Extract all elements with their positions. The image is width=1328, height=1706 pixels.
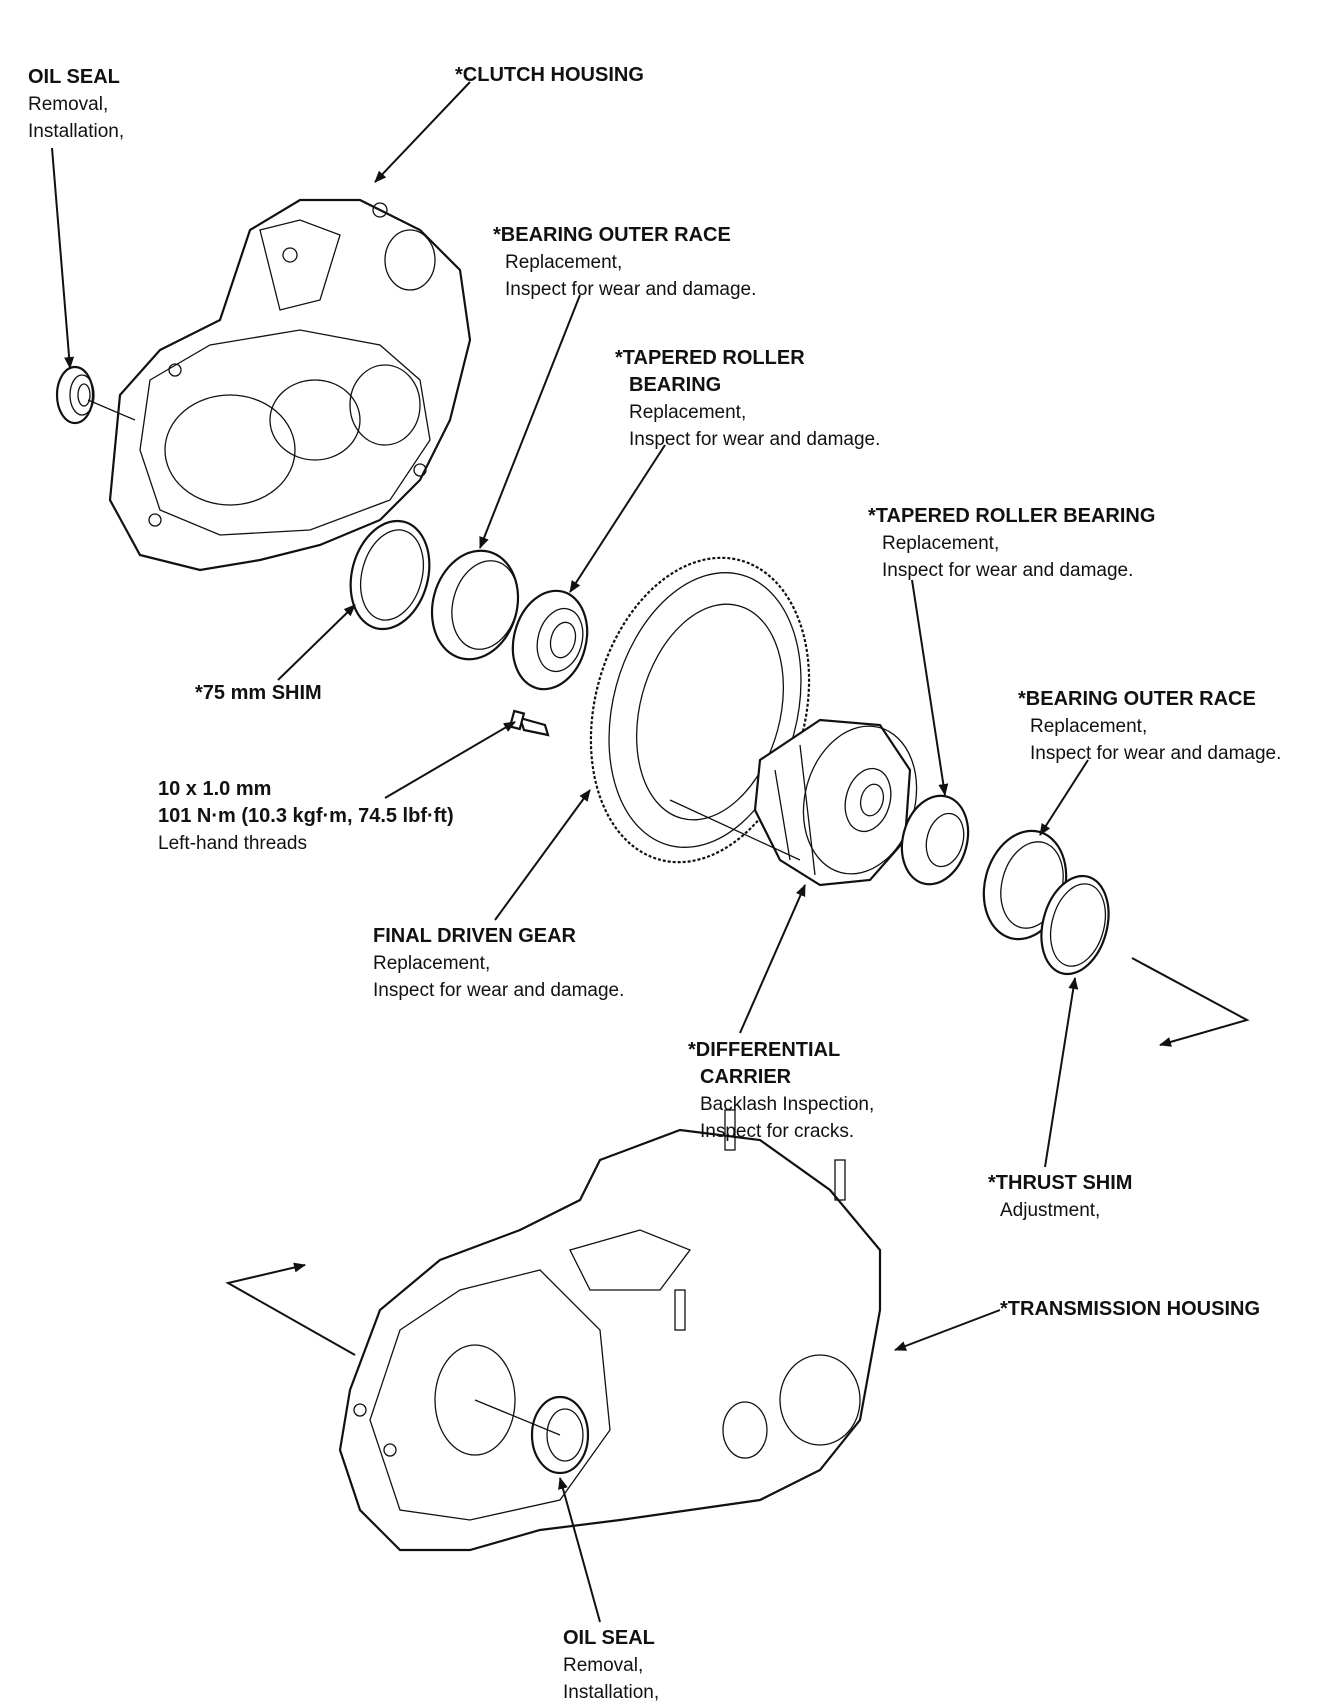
shim-75mm-part	[349, 519, 431, 631]
thrust-shim-label: *THRUST SHIM Adjustment,	[988, 1170, 1132, 1224]
bearing-outer-race-2-label: *BEARING OUTER RACE Replacement, Inspect…	[1018, 686, 1281, 767]
bearing-outer-race-1-line-1: Replacement,	[505, 252, 623, 273]
tapered-roller-bearing-2-title: *TAPERED ROLLER BEARING	[868, 505, 1156, 527]
differential-carrier-line-2: Inspect for cracks.	[700, 1121, 855, 1142]
oil-seal-bottom-title: OIL SEAL	[563, 1627, 655, 1649]
oil-seal-top-line-2: Installation,	[28, 121, 125, 142]
tapered-roller-bearing-1-line-1: Replacement,	[629, 402, 747, 423]
differential-carrier-label: *DIFFERENTIAL CARRIER Backlash Inspectio…	[688, 1037, 874, 1145]
differential-carrier-line-1: Backlash Inspection,	[700, 1094, 875, 1115]
shim-75mm-title: *75 mm SHIM	[195, 682, 322, 704]
differential-carrier-title: *DIFFERENTIAL	[688, 1039, 841, 1061]
transmission-housing-title: *TRANSMISSION HOUSING	[1000, 1298, 1261, 1320]
differential-carrier-part	[753, 718, 918, 887]
bolt-spec-title: 10 x 1.0 mm	[158, 778, 272, 800]
oil-seal-bottom-line-2: Installation,	[563, 1682, 660, 1703]
final-driven-gear-line-2: Inspect for wear and damage.	[373, 980, 625, 1001]
differential-carrier-title-2: CARRIER	[700, 1066, 792, 1088]
oil-seal-top-label: OIL SEAL Removal, Installation,	[28, 64, 124, 145]
bearing-outer-race-1-part	[430, 549, 520, 661]
clutch-housing-part	[108, 198, 472, 572]
tapered-roller-bearing-1-title-2: BEARING	[629, 374, 722, 396]
final-driven-gear-label: FINAL DRIVEN GEAR Replacement, Inspect f…	[373, 923, 624, 1004]
bearing-outer-race-2-line-1: Replacement,	[1030, 716, 1148, 737]
bolt-part	[508, 709, 550, 737]
oil-seal-bottom-label: OIL SEAL Removal, Installation,	[563, 1625, 659, 1706]
transmission-housing-label: *TRANSMISSION HOUSING	[1000, 1296, 1260, 1323]
final-driven-gear-part	[589, 556, 811, 864]
transmission-housing-part	[338, 1109, 882, 1552]
tapered-roller-bearing-1-part	[511, 589, 589, 691]
tapered-roller-bearing-1-label: *TAPERED ROLLER BEARING Replacement, Ins…	[615, 345, 880, 453]
bolt-spec-line-1: Left-hand threads	[158, 833, 307, 854]
oil-seal-top-line-1: Removal,	[28, 94, 109, 115]
bearing-outer-race-1-line-2: Inspect for wear and damage.	[505, 279, 757, 300]
tapered-roller-bearing-2-part	[900, 794, 970, 886]
clutch-housing-title: *CLUTCH HOUSING	[455, 64, 644, 86]
oil-seal-top-part	[55, 365, 95, 425]
thrust-shim-line-1: Adjustment,	[1000, 1200, 1101, 1221]
oil-seal-top-title: OIL SEAL	[28, 66, 120, 88]
bolt-spec-torque: 101 N·m (10.3 kgf·m, 74.5 lbf·ft)	[158, 805, 454, 827]
tapered-roller-bearing-2-line-2: Inspect for wear and damage.	[882, 560, 1134, 581]
bearing-outer-race-2-title: *BEARING OUTER RACE	[1018, 688, 1256, 710]
tapered-roller-bearing-2-label: *TAPERED ROLLER BEARING Replacement, Ins…	[868, 503, 1155, 584]
bearing-outer-race-1-label: *BEARING OUTER RACE Replacement, Inspect…	[493, 222, 756, 303]
final-driven-gear-title: FINAL DRIVEN GEAR	[373, 925, 576, 947]
bearing-outer-race-2-line-2: Inspect for wear and damage.	[1030, 743, 1282, 764]
shim-75mm-label: *75 mm SHIM	[195, 680, 322, 707]
tapered-roller-bearing-2-line-1: Replacement,	[882, 533, 1000, 554]
thrust-shim-part	[1040, 874, 1110, 976]
thrust-shim-title: *THRUST SHIM	[988, 1172, 1133, 1194]
clutch-housing-label: *CLUTCH HOUSING	[455, 62, 644, 89]
oil-seal-bottom-line-1: Removal,	[563, 1655, 644, 1676]
tapered-roller-bearing-1-title: *TAPERED ROLLER	[615, 347, 805, 369]
bearing-outer-race-1-title: *BEARING OUTER RACE	[493, 224, 731, 246]
bolt-spec-label: 10 x 1.0 mm 101 N·m (10.3 kgf·m, 74.5 lb…	[158, 776, 454, 857]
tapered-roller-bearing-1-line-2: Inspect for wear and damage.	[629, 429, 881, 450]
final-driven-gear-line-1: Replacement,	[373, 953, 491, 974]
